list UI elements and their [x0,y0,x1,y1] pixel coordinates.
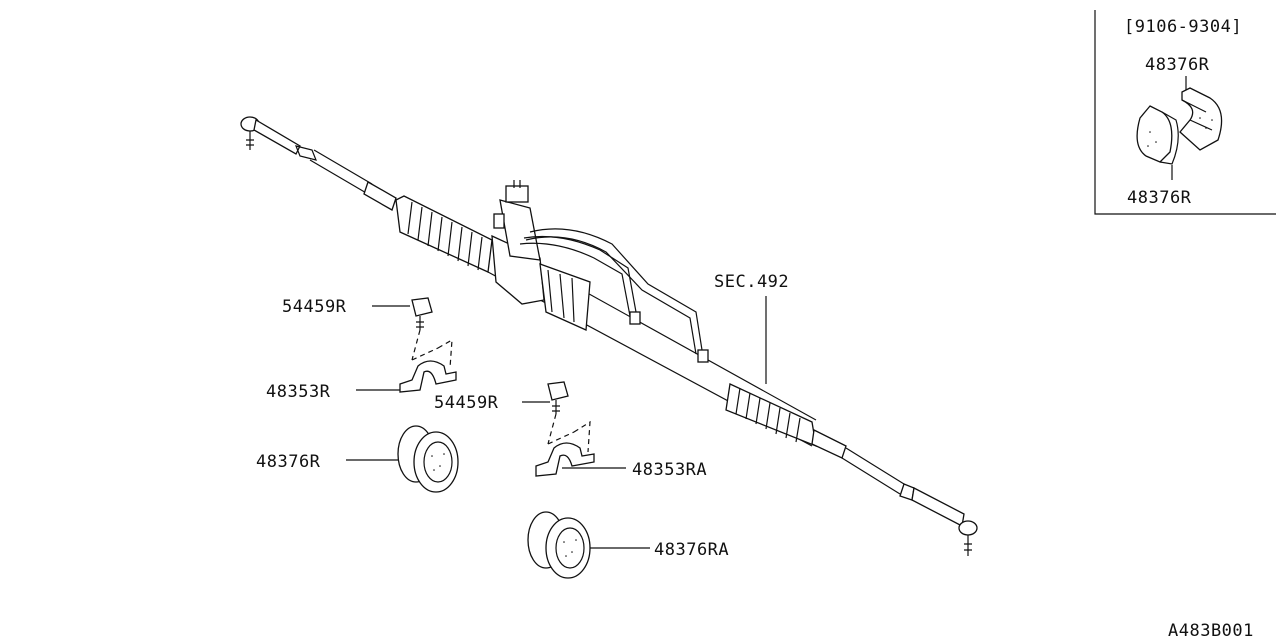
right-boot [725,383,817,448]
bushing-upper-label: 48376R [256,452,321,472]
diagram-code: A483B001 [1168,621,1254,640]
callout-clamp-upper: 48353R [266,329,457,402]
bolt-lower-label: 54459R [434,393,499,413]
right-rod-sleeve [811,429,847,459]
callout-clamp-lower: 48353RA [535,413,707,480]
bushing-lower-label: 48376RA [654,540,729,560]
clamp-lower-label: 48353RA [632,460,707,480]
clamp-upper-part [399,329,457,393]
bolt-upper-label: 54459R [282,297,347,317]
pinion-housing [491,180,591,331]
callout-bolt-lower: 54459R [434,381,569,414]
inset-range-label: [9106-9304] [1124,17,1242,37]
left-rod-sleeve [363,181,397,211]
inset-frame [1094,10,1276,215]
inset-bushing-half-upper [1179,87,1223,151]
left-tie-rod [309,149,373,195]
callout-bushing-lower: 48376RA [527,511,729,579]
callout-bolt-upper: 54459R [282,297,433,330]
bolt-lower-part [547,381,569,414]
callout-bushing-upper: 48376R [256,425,459,493]
fluid-lines [519,228,709,363]
sec-label: SEC.492 [714,272,789,292]
bushing-lower-part [527,511,591,579]
right-tie-rod [841,447,905,495]
inset-top-label: 48376R [1145,55,1210,75]
left-tie-rod-end [240,116,301,155]
steering-rack-assembly [240,116,978,556]
inset-panel: [9106-9304] 48376R 48376R [1094,10,1276,215]
right-tie-rod-end [911,487,978,556]
inset-bottom-label: 48376R [1127,188,1192,208]
clamp-lower-part [535,413,595,477]
callout-sec: SEC.492 [714,272,789,384]
left-boot [395,195,493,273]
bolt-upper-part [411,297,433,330]
bushing-upper-part [397,425,459,493]
inset-bushing-half-lower [1136,105,1179,165]
left-rod-joint [295,145,317,161]
clamp-upper-label: 48353R [266,382,331,402]
